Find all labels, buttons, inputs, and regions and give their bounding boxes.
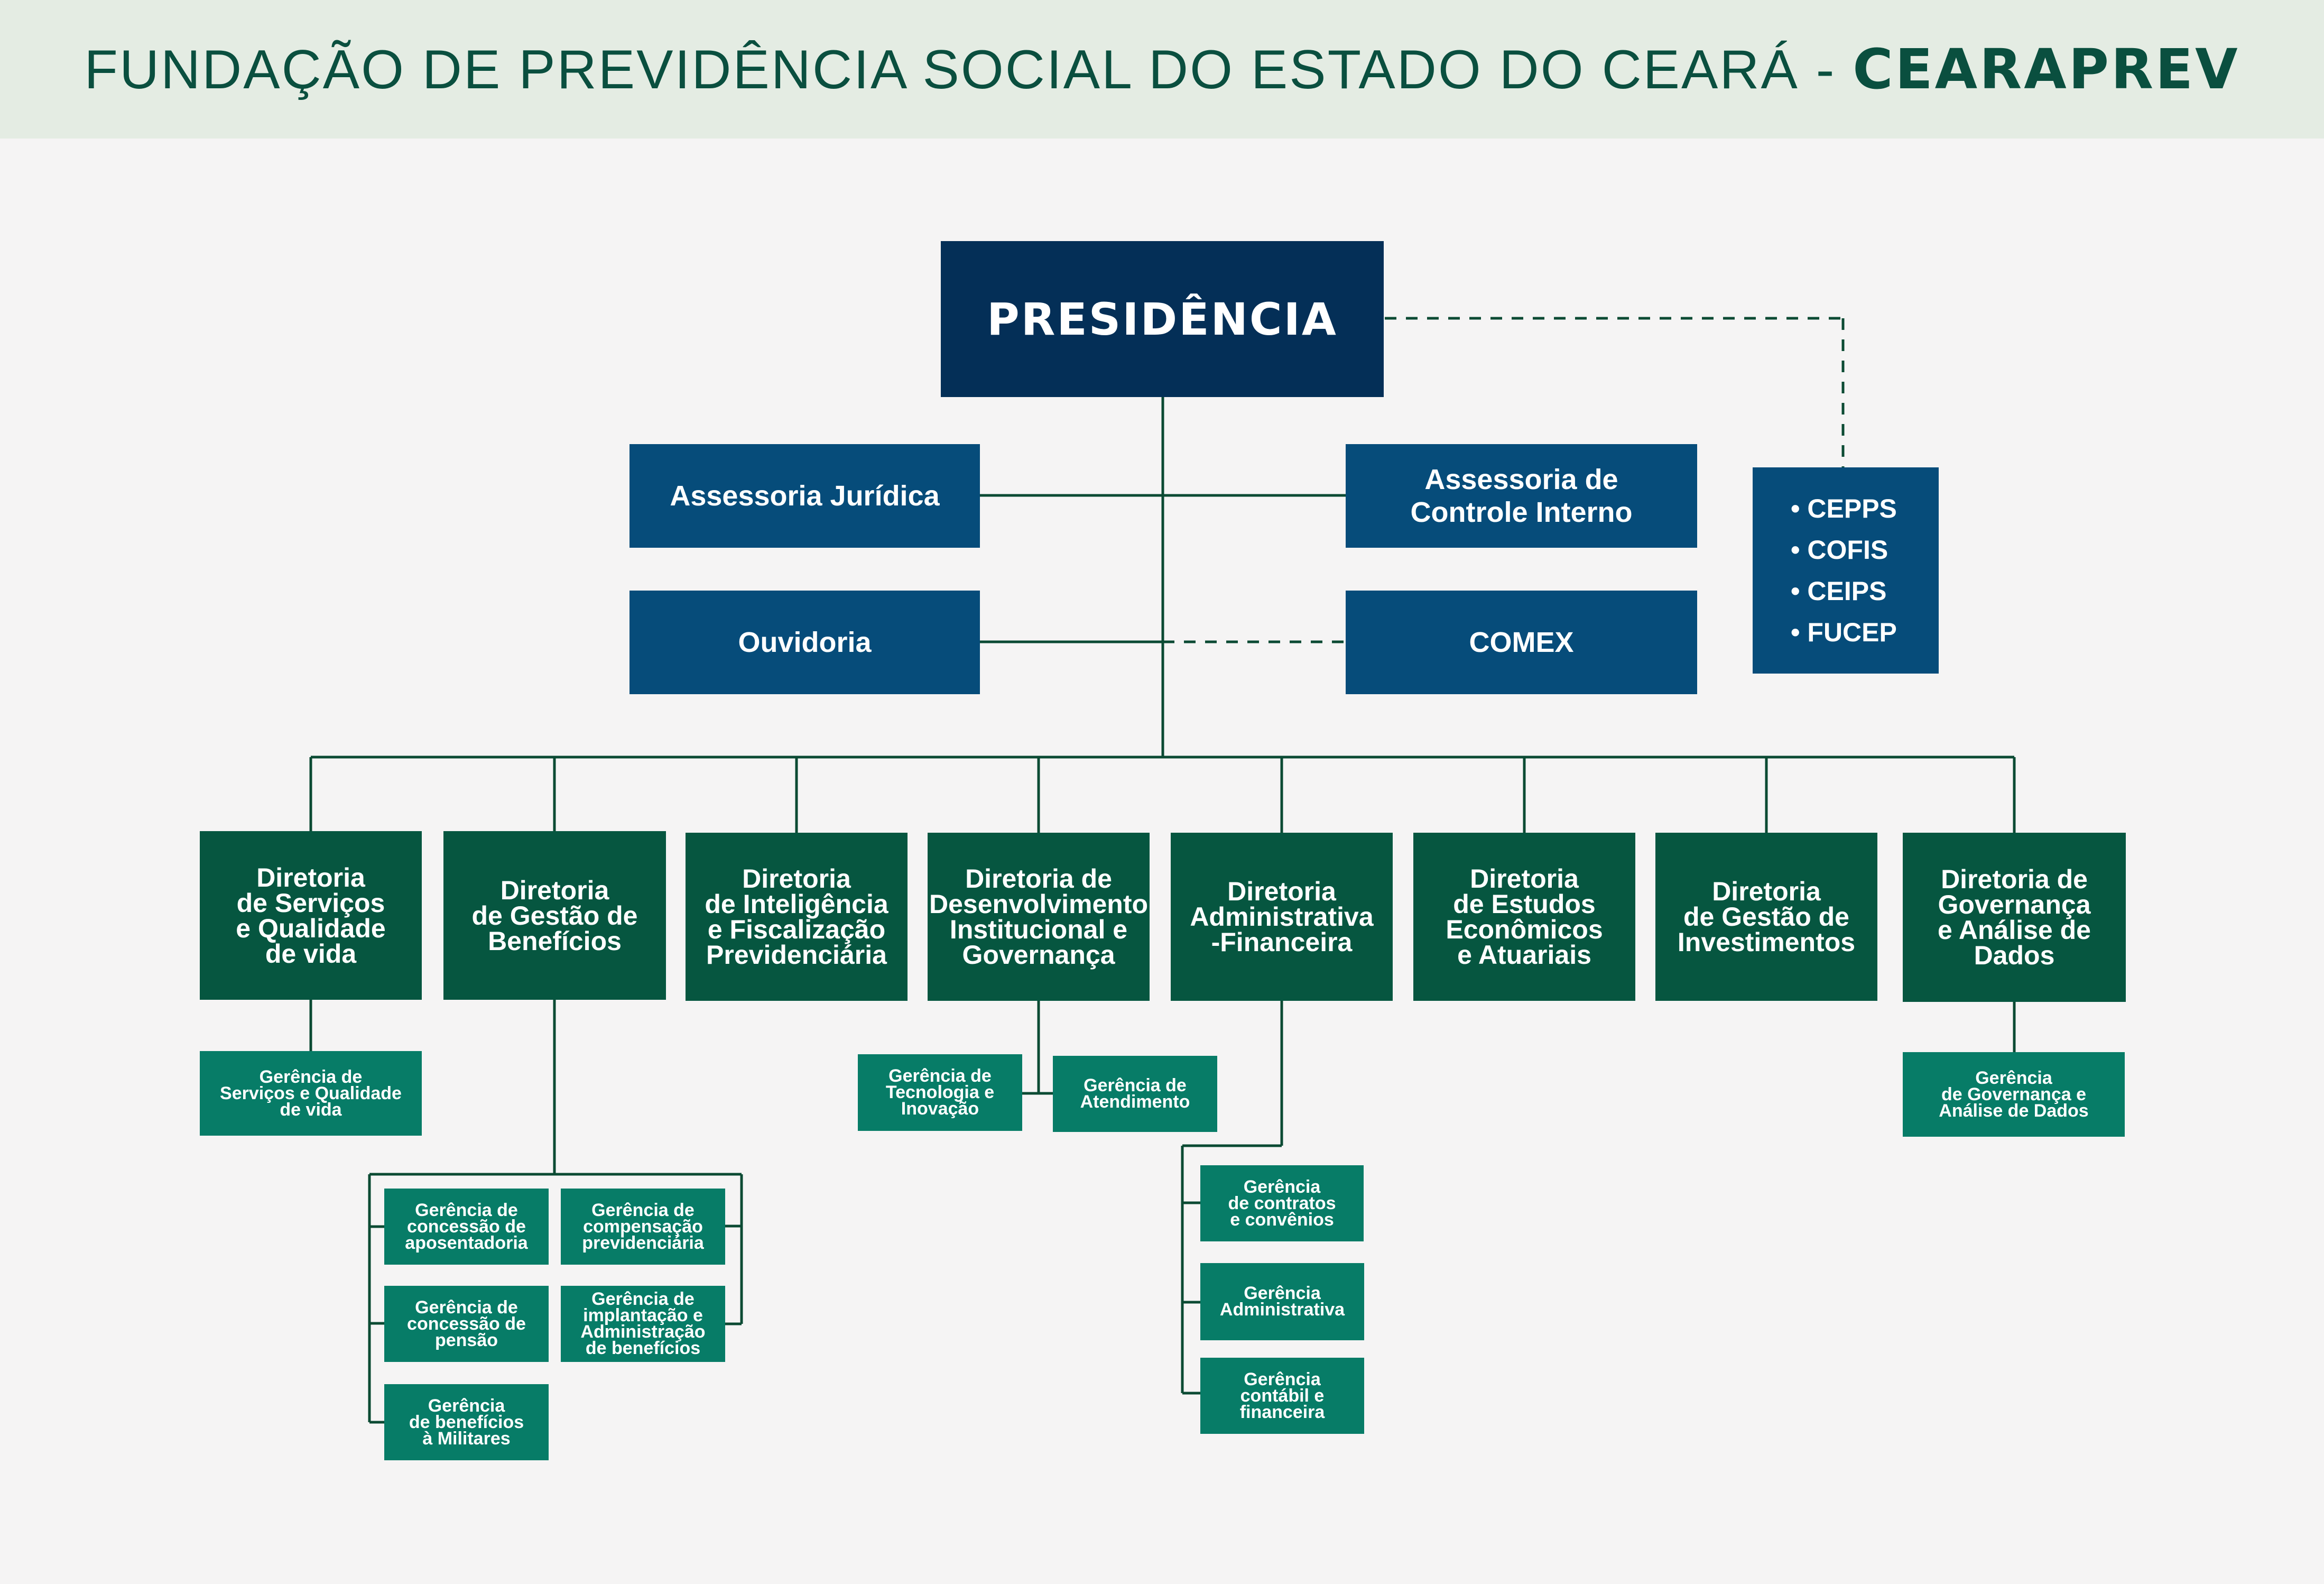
diretoria-gestao-investimentos-box: Diretoria de Gestão de Investimentos [1655, 833, 1877, 1001]
diretoria-label: Diretoria Administrativa -Financeira [1190, 877, 1374, 957]
gerencia-label: Gerência de compensação previdenciária [582, 1200, 704, 1253]
committee-item: • COFIS [1791, 535, 1888, 565]
diretoria-administrativa-financeira-box: Diretoria Administrativa -Financeira [1171, 833, 1393, 1001]
gerencia-label: Gerência de implantação e Administração … [580, 1289, 706, 1358]
assessoria-juridica-box: Assessoria Jurídica [629, 444, 980, 548]
gerencia-governanca-dados-box: Gerência de Governança e Análise de Dado… [1903, 1052, 2125, 1137]
gerencia-label: Gerência Administrativa [1219, 1283, 1345, 1320]
brand-name: CEARAPREV [1853, 37, 2240, 102]
gerencia-concessao-pensao-box: Gerência de concessão de pensão [384, 1286, 549, 1362]
gerencia-concessao-aposentadoria-box: Gerência de concessão de aposentadoria [384, 1189, 549, 1265]
gerencia-contratos-convenios-box: Gerência de contratos e convênios [1200, 1165, 1364, 1241]
assessoria-controle-interno-box: Assessoria de Controle Interno [1346, 444, 1697, 548]
gerencia-tecnologia-inovacao-box: Gerência de Tecnologia e Inovação [858, 1054, 1022, 1131]
gerencia-label: Gerência de Atendimento [1080, 1075, 1190, 1112]
gerencia-contabil-financeira-box: Gerência contábil e financeira [1200, 1358, 1364, 1434]
gerencia-label: Gerência de Tecnologia e Inovação [885, 1066, 995, 1119]
comex-box: COMEX [1346, 591, 1697, 694]
diretoria-label: Diretoria de Desenvolvimento Institucion… [929, 864, 1149, 970]
gerencia-atendimento-box: Gerência de Atendimento [1053, 1056, 1217, 1132]
diretoria-servicos-qualidade-box: Diretoria de Serviços e Qualidade de vid… [200, 831, 422, 1000]
gerencia-label: Gerência de concessão de pensão [407, 1297, 526, 1350]
assessoria-controle-interno-label: Assessoria de Controle Interno [1410, 464, 1633, 528]
diretoria-label: Diretoria de Governança e Análise de Dad… [1938, 864, 2091, 970]
committee-item: • FUCEP [1791, 618, 1897, 647]
diretoria-estudos-economicos-box: Diretoria de Estudos Econômicos e Atuari… [1413, 833, 1635, 1001]
page-title: FUNDAÇÃO DE PREVIDÊNCIA SOCIAL DO ESTADO… [84, 37, 2239, 102]
committee-item: • CEPPS [1791, 494, 1897, 523]
diretoria-gestao-beneficios-box: Diretoria de Gestão de Benefícios [443, 831, 666, 1000]
gerencia-implantacao-beneficios-box: Gerência de implantação e Administração … [561, 1286, 725, 1362]
diretoria-label: Diretoria de Gestão de Benefícios [471, 875, 638, 956]
page-title-text: FUNDAÇÃO DE PREVIDÊNCIA SOCIAL DO ESTADO… [84, 39, 1853, 100]
header-bar: FUNDAÇÃO DE PREVIDÊNCIA SOCIAL DO ESTADO… [0, 0, 2324, 139]
diretoria-governanca-dados-box: Diretoria de Governança e Análise de Dad… [1903, 833, 2126, 1002]
ouvidoria-box: Ouvidoria [629, 591, 980, 694]
presidencia-box: PRESIDÊNCIA [941, 241, 1384, 397]
gerencia-label: Gerência de Governança e Análise de Dado… [1939, 1067, 2089, 1121]
gerencia-administrativa-box: Gerência Administrativa [1200, 1263, 1364, 1340]
gerencia-beneficios-militares-box: Gerência de benefícios à Militares [384, 1384, 549, 1460]
gerencia-label: Gerência contábil e financeira [1239, 1369, 1325, 1422]
committees-box: • CEPPS • COFIS • CEIPS • FUCEP [1753, 467, 1939, 674]
presidencia-label: PRESIDÊNCIA [987, 293, 1338, 345]
assessoria-juridica-label: Assessoria Jurídica [670, 480, 940, 512]
diretoria-label: Diretoria de Inteligência e Fiscalização… [705, 864, 888, 970]
gerencia-label: Gerência de concessão de aposentadoria [405, 1200, 528, 1253]
gerencia-label: Gerência de contratos e convênios [1228, 1176, 1336, 1230]
gerencia-label: Gerência de Serviços e Qualidade de vida [220, 1066, 402, 1120]
gerencia-compensacao-previdenciaria-box: Gerência de compensação previdenciária [561, 1189, 725, 1265]
ouvidoria-label: Ouvidoria [738, 627, 872, 658]
diretoria-label: Diretoria de Serviços e Qualidade de vid… [236, 862, 386, 969]
gerencia-servicos-qualidade-box: Gerência de Serviços e Qualidade de vida [200, 1051, 422, 1136]
gerencia-label: Gerência de benefícios à Militares [409, 1395, 524, 1449]
diretoria-inteligencia-fiscalizacao-box: Diretoria de Inteligência e Fiscalização… [686, 833, 908, 1001]
comex-label: COMEX [1469, 627, 1574, 658]
diretoria-label: Diretoria de Estudos Econômicos e Atuari… [1446, 864, 1603, 970]
diretoria-label: Diretoria de Gestão de Investimentos [1677, 877, 1856, 957]
committee-item: • CEIPS [1791, 576, 1887, 606]
diretoria-desenvolvimento-institucional-box: Diretoria de Desenvolvimento Institucion… [928, 833, 1150, 1001]
